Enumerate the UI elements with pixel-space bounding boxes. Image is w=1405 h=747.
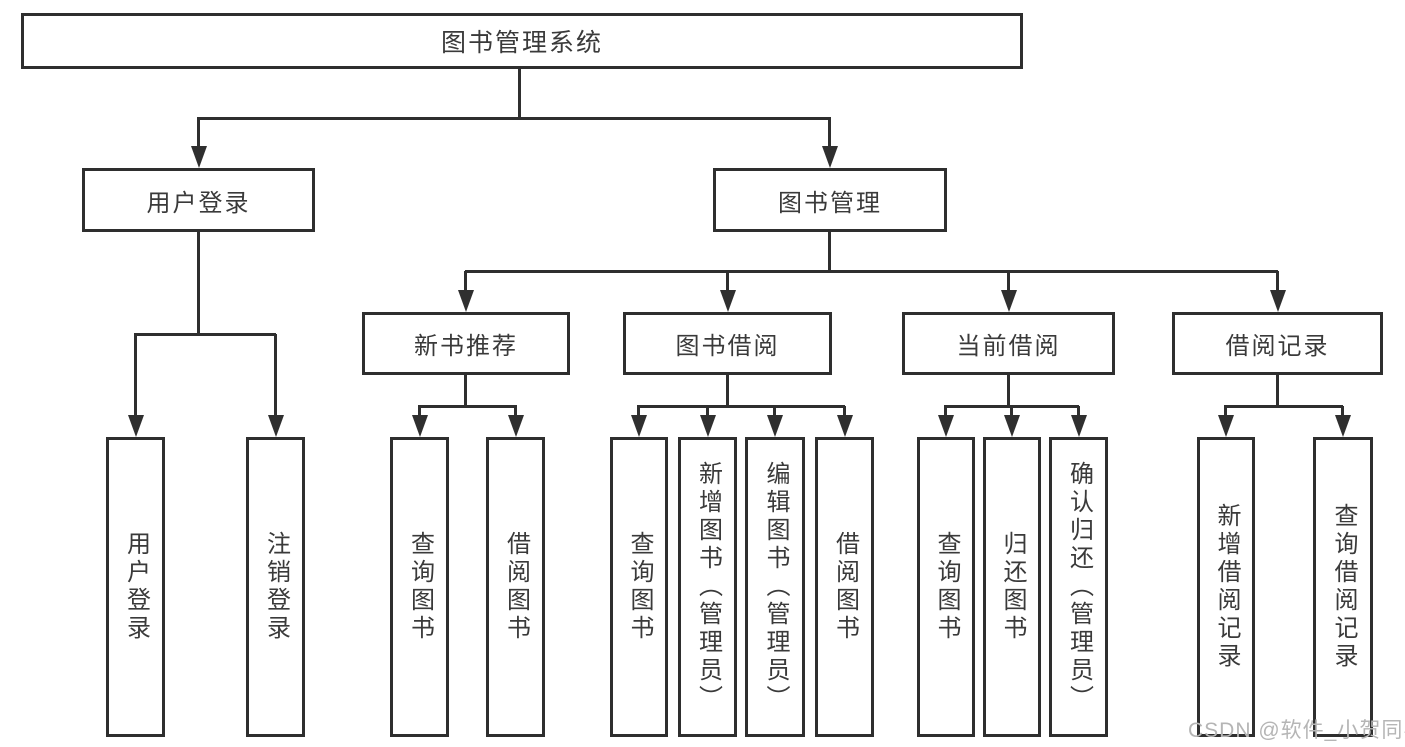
node-user-login: 用户登录 <box>82 168 315 232</box>
node-label: 图书借阅 <box>675 333 780 360</box>
leaf-label: 借阅图书 <box>502 531 530 643</box>
node-label: 借阅记录 <box>1225 333 1330 360</box>
leaf-edit-books-admin: 编辑图书（管理员） <box>745 437 805 737</box>
leaf-label: 查询图书 <box>933 531 960 643</box>
arrow-to-book-management <box>828 118 831 146</box>
leaf-label: 用户登录 <box>122 531 150 643</box>
leaf-label: 注销登录 <box>262 531 290 643</box>
node-label: 图书管理 <box>778 189 882 217</box>
arrow-new-book-leaf-1 <box>418 406 421 415</box>
leaf-borrow-books-newbook: 借阅图书 <box>486 437 545 737</box>
connector-new-book-trunk <box>464 375 467 407</box>
arrow-book-borrow-leaf-4 <box>843 406 846 415</box>
arrow-book-borrow-leaf-2 <box>706 406 709 415</box>
connector-user-login-bar <box>134 333 276 336</box>
leaf-logout: 注销登录 <box>246 437 305 737</box>
arrow-current-borrow-leaf-3 <box>1077 406 1080 415</box>
arrow-current-borrow-leaf-2 <box>1010 406 1013 415</box>
node-new-book-recommend: 新书推荐 <box>362 312 570 375</box>
connector-book-borrow-trunk <box>726 375 729 407</box>
arrow-to-new-book-recommend <box>464 271 467 290</box>
leaf-add-books-admin: 新增图书（管理员） <box>678 437 737 737</box>
connector-borrow-records-trunk <box>1276 375 1279 407</box>
connector-current-borrow-trunk <box>1007 375 1010 407</box>
leaf-borrow-books: 借阅图书 <box>815 437 874 737</box>
arrow-book-borrow-leaf-3 <box>773 406 776 415</box>
node-library-management-system: 图书管理系统 <box>21 13 1023 69</box>
leaf-label: 借阅图书 <box>831 531 859 643</box>
leaf-label: 查询借阅记录 <box>1330 503 1357 671</box>
connector-level1-bar <box>197 117 831 120</box>
leaf-query-books-borrow: 查询图书 <box>610 437 668 737</box>
arrow-to-borrow-records <box>1276 271 1279 290</box>
arrow-to-leaf-logout <box>274 334 277 415</box>
arrow-book-borrow-leaf-1 <box>637 406 640 415</box>
node-book-management: 图书管理 <box>713 168 947 232</box>
csdn-watermark: CSDN @软件_小贺同学 <box>1188 719 1405 742</box>
leaf-label: 编辑图书（管理员） <box>762 461 789 713</box>
connector-user-login-trunk <box>197 232 200 335</box>
node-label: 新书推荐 <box>414 333 518 360</box>
node-label: 当前借阅 <box>956 333 1061 360</box>
connector-level3-bar <box>465 270 1278 273</box>
connector-book-borrow-bar <box>637 405 845 408</box>
arrow-to-user-login <box>197 118 200 146</box>
leaf-label: 新增图书（管理员） <box>694 461 722 713</box>
leaf-label: 归还图书 <box>999 531 1026 643</box>
leaf-add-borrow-record: 新增借阅记录 <box>1197 437 1255 737</box>
leaf-confirm-return-admin: 确认归还（管理员） <box>1049 437 1108 737</box>
arrow-new-book-leaf-2 <box>514 406 517 415</box>
arrow-borrow-records-leaf-1 <box>1224 406 1227 415</box>
arrow-to-book-borrow <box>726 271 729 290</box>
connector-new-book-bar <box>418 405 517 408</box>
node-book-borrow: 图书借阅 <box>623 312 832 375</box>
leaf-query-books-current: 查询图书 <box>917 437 975 737</box>
node-label: 图书管理系统 <box>440 29 603 57</box>
leaf-label: 查询图书 <box>626 531 653 643</box>
leaf-query-borrow-record: 查询借阅记录 <box>1313 437 1373 737</box>
arrow-to-leaf-user-login <box>134 334 137 415</box>
leaf-label: 新增借阅记录 <box>1213 503 1240 671</box>
node-current-borrow: 当前借阅 <box>902 312 1115 375</box>
leaf-label: 查询图书 <box>406 531 434 643</box>
leaf-return-books: 归还图书 <box>983 437 1041 737</box>
connector-book-management-trunk <box>828 232 831 272</box>
leaf-user-login: 用户登录 <box>106 437 165 737</box>
arrow-borrow-records-leaf-2 <box>1341 406 1344 415</box>
leaf-label: 确认归还（管理员） <box>1065 461 1093 713</box>
connector-borrow-records-bar <box>1224 405 1343 408</box>
leaf-query-books-newbook: 查询图书 <box>390 437 449 737</box>
node-borrow-records: 借阅记录 <box>1172 312 1383 375</box>
arrow-to-current-borrow <box>1007 271 1010 290</box>
node-label: 用户登录 <box>146 189 251 217</box>
arrow-current-borrow-leaf-1 <box>944 406 947 415</box>
connector-root-trunk <box>518 69 521 119</box>
